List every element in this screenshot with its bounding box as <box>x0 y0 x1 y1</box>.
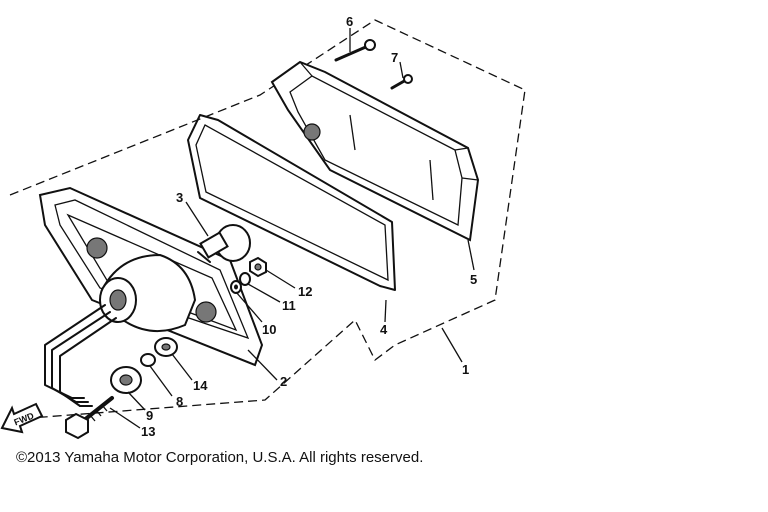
callout-12: 12 <box>298 284 312 299</box>
exploded-parts-diagram: FWD 1 2 3 4 5 6 7 8 9 10 11 12 13 14 <box>0 14 526 440</box>
callout-numbers: 1 2 3 4 5 6 7 8 9 10 11 12 13 14 <box>141 14 477 439</box>
callout-9: 9 <box>146 408 153 423</box>
callout-6: 6 <box>346 14 353 29</box>
collar-8[interactable] <box>140 353 156 367</box>
screw-6[interactable] <box>334 39 376 62</box>
leader-lines <box>109 28 475 429</box>
tail-lens[interactable] <box>270 60 480 242</box>
damper-9[interactable] <box>110 366 142 394</box>
callout-11: 11 <box>282 298 296 313</box>
callout-3: 3 <box>176 190 183 205</box>
screw-7[interactable] <box>390 74 413 90</box>
lamp-base[interactable] <box>38 186 264 367</box>
washer-10[interactable] <box>230 280 242 294</box>
wiring-harness <box>44 304 117 407</box>
callout-1: 1 <box>462 362 469 377</box>
washer-11[interactable] <box>239 272 251 286</box>
grommet-14[interactable] <box>154 337 178 357</box>
callout-4: 4 <box>380 322 388 337</box>
callout-5: 5 <box>470 272 477 287</box>
callout-7: 7 <box>391 50 398 65</box>
nut-12[interactable] <box>249 256 267 278</box>
lens-gasket[interactable] <box>187 114 396 291</box>
callout-13: 13 <box>141 424 155 439</box>
callout-14: 14 <box>193 378 208 393</box>
bulb[interactable] <box>197 224 251 263</box>
callout-10: 10 <box>262 322 276 337</box>
copyright-notice: ©2013 Yamaha Motor Corporation, U.S.A. A… <box>16 449 424 466</box>
forward-arrow-icon: FWD <box>0 402 44 434</box>
assembly-boundary <box>4 19 526 421</box>
callout-2: 2 <box>280 374 287 389</box>
callout-8: 8 <box>176 394 183 409</box>
bolt-13[interactable] <box>65 396 114 440</box>
